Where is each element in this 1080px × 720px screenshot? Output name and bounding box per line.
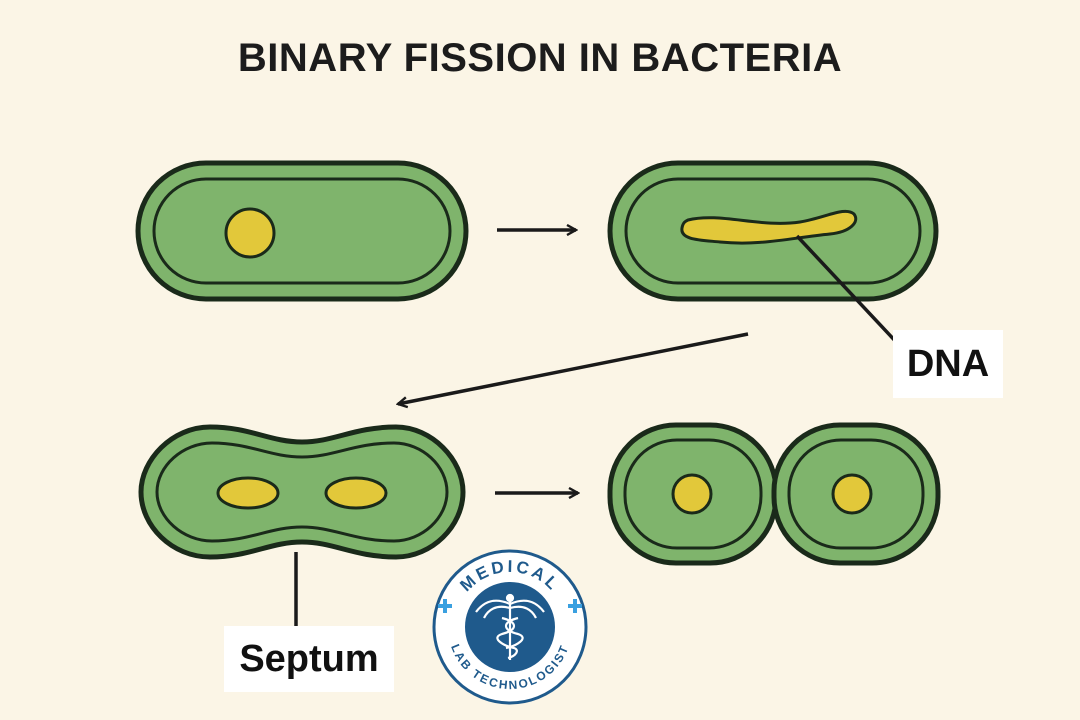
stage-4-daughter-left: [607, 422, 779, 566]
dna-elongated: [680, 209, 858, 245]
dna-copy-left: [216, 476, 280, 510]
dna-pointer-line: [795, 234, 902, 348]
stage-3-cell: [138, 424, 466, 560]
medical-lab-technologist-logo: MEDICAL LAB TECHNOLOGIST: [432, 549, 588, 705]
diagram-title: BINARY FISSION IN BACTERIA: [237, 36, 843, 80]
arrow-diagonal: [398, 332, 749, 404]
dna-copy-right: [324, 476, 388, 510]
septum-label: Septum: [224, 626, 394, 692]
dna-label: DNA: [893, 330, 1003, 398]
daughter-dna-left: [671, 473, 713, 515]
stage-4-daughter-right: [771, 422, 941, 566]
stage-2-cell: [607, 160, 939, 302]
stage-1-cell: [135, 160, 469, 302]
dna-nucleoid: [224, 207, 276, 259]
daughter-dna-right: [831, 473, 873, 515]
caduceus-icon: [475, 593, 545, 660]
